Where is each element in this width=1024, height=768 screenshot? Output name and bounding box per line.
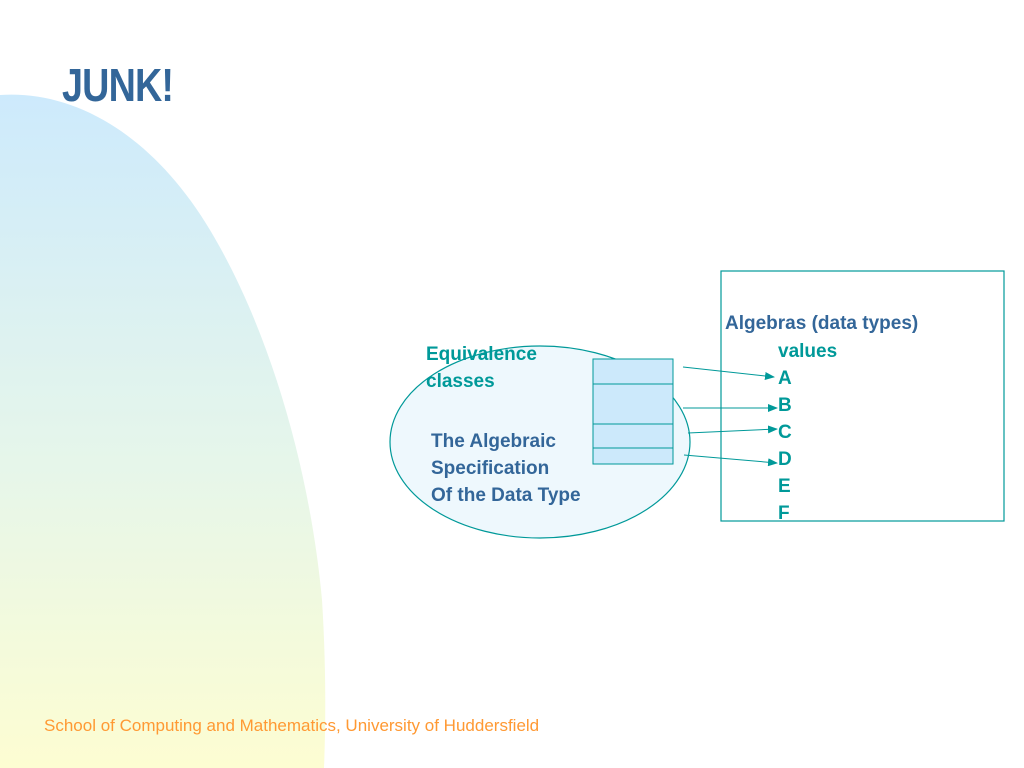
equivalence-cell-4 bbox=[592, 447, 674, 465]
spec-line-2: Specification bbox=[431, 458, 550, 479]
arrow-to-c bbox=[687, 425, 778, 434]
value-a: A bbox=[778, 368, 792, 389]
value-d: D bbox=[778, 449, 792, 470]
slide-title: JUNK! bbox=[62, 59, 174, 111]
value-c: C bbox=[778, 422, 792, 443]
algebraic-specification-label: The Algebraic Specification Of the Data … bbox=[431, 428, 593, 509]
equivalence-line-1: Equivalence bbox=[426, 344, 537, 365]
mapping-arrows bbox=[682, 366, 778, 467]
equivalence-line-2: classes bbox=[426, 371, 495, 392]
equivalence-cell-2 bbox=[592, 383, 674, 425]
equivalence-classes-label: Equivalence classes bbox=[426, 341, 537, 395]
values-list: values A B C D E F bbox=[778, 338, 837, 527]
equivalence-cell-1 bbox=[592, 358, 674, 385]
algebras-title: Algebras (data types) bbox=[725, 313, 919, 334]
footer: School of Computing and Mathematics, Uni… bbox=[44, 716, 540, 735]
equivalence-cells bbox=[592, 358, 674, 465]
spec-line-1: The Algebraic bbox=[431, 431, 556, 452]
algebras-box bbox=[720, 270, 1005, 522]
spec-line-3: Of the Data Type bbox=[431, 485, 581, 506]
value-b: B bbox=[778, 395, 792, 416]
arrow-to-a bbox=[682, 366, 775, 380]
value-e: E bbox=[778, 476, 791, 497]
equivalence-cell-3 bbox=[592, 423, 674, 449]
arrow-to-d bbox=[683, 454, 778, 467]
values-heading: values bbox=[778, 341, 838, 362]
value-f: F bbox=[778, 503, 790, 524]
